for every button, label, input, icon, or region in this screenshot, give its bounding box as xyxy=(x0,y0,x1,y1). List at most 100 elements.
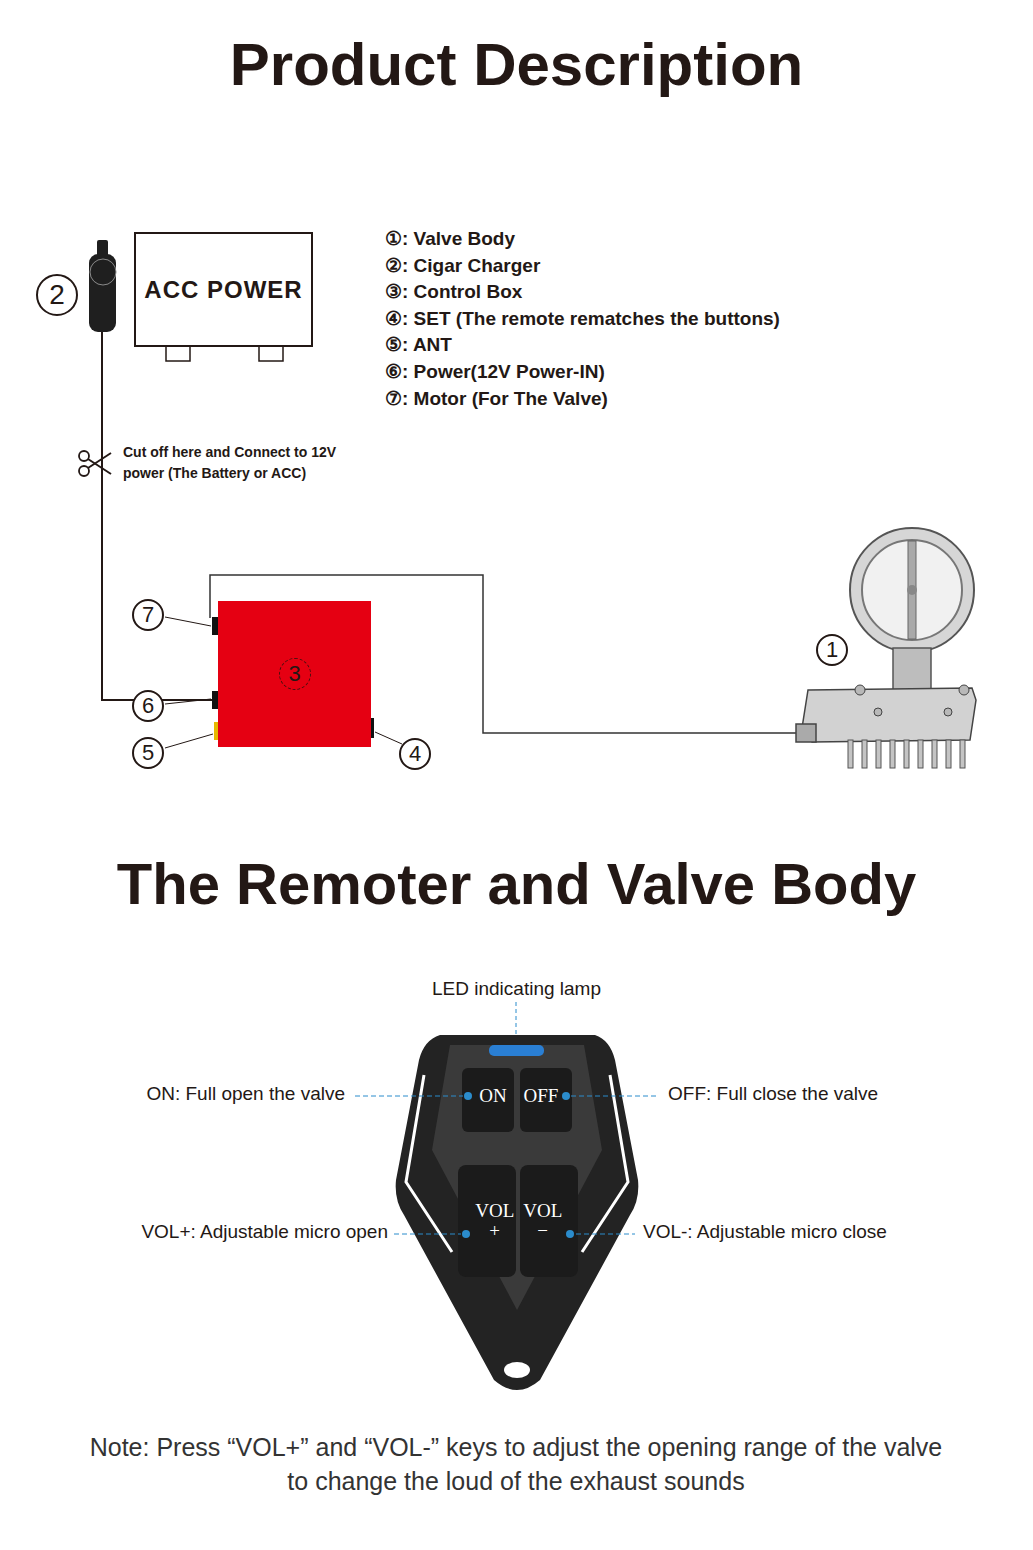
fin xyxy=(876,740,881,768)
fin xyxy=(932,740,937,768)
set-button xyxy=(371,718,374,738)
button-tile xyxy=(520,1165,578,1277)
led-lamp xyxy=(489,1045,544,1056)
motor-connector xyxy=(796,724,816,742)
callout-label: OFF: Full close the valve xyxy=(668,1083,878,1104)
leader-line xyxy=(576,1234,635,1235)
text-holder: ON: Full open the valve xyxy=(146,1083,345,1105)
valve-neck xyxy=(893,648,931,690)
power-box: ACC POWER xyxy=(134,232,313,347)
callout-circle: 7 xyxy=(132,599,164,631)
fin xyxy=(960,740,965,768)
remote-button: VOL − xyxy=(522,1196,563,1246)
text-holder: ④: SET (The remote rematches the buttons… xyxy=(385,307,780,330)
fin xyxy=(904,740,909,768)
remote-button: VOL + xyxy=(474,1196,515,1246)
leader-line xyxy=(165,734,213,748)
leader-line xyxy=(165,699,211,704)
callout-label: VOL-: Adjustable micro close xyxy=(643,1221,887,1242)
remote-trim xyxy=(582,1075,628,1252)
remote-button: OFF xyxy=(522,1079,560,1113)
cut-instruction: Cut off here and Connect to 12V power (T… xyxy=(123,442,373,484)
leader-dot xyxy=(462,1230,470,1238)
text-holder: ⑥: Power(12V Power-IN) xyxy=(385,360,605,383)
callout-number: 6 xyxy=(142,695,154,717)
text-holder: Cut off here and Connect to 12V power (T… xyxy=(123,442,373,484)
part-list-item: ③: Control Box xyxy=(385,281,522,302)
leader-line xyxy=(165,617,211,626)
text-holder: ③: Control Box xyxy=(385,280,522,303)
callout-circle: 2 xyxy=(36,274,78,316)
part-list-item: ⑥: Power(12V Power-IN) xyxy=(385,361,605,382)
leader-line xyxy=(355,1096,463,1097)
keyring-hole xyxy=(504,1362,530,1378)
scissors-ring xyxy=(79,451,89,461)
leader-line xyxy=(571,1096,657,1097)
control-box: 3 xyxy=(218,601,371,747)
scissors-blade xyxy=(88,453,111,468)
power-wire xyxy=(102,332,213,700)
leader-dot xyxy=(464,1092,472,1100)
acc-tab xyxy=(166,346,190,361)
callout-label: VOL+: Adjustable micro open xyxy=(141,1221,388,1242)
bolt xyxy=(855,685,865,695)
bolt xyxy=(959,685,969,695)
callout-number: 7 xyxy=(142,604,154,626)
callout-number: 2 xyxy=(49,281,65,309)
text-holder: VOL+: Adjustable micro open xyxy=(141,1221,388,1243)
button-label: VOL − xyxy=(523,1201,561,1241)
remote-body xyxy=(396,1035,639,1390)
fin xyxy=(890,740,895,768)
remote-face xyxy=(432,1045,602,1310)
motor-housing xyxy=(802,688,976,742)
leader-line xyxy=(394,1234,461,1235)
remote-trim xyxy=(406,1075,452,1252)
text-holder: Note: Press “VOL+” and “VOL-” keys to ad… xyxy=(86,1430,946,1498)
callout-circle: 6 xyxy=(132,690,164,722)
callout-number: 4 xyxy=(409,743,421,765)
remote-button: ON xyxy=(474,1079,512,1113)
fin xyxy=(862,740,867,768)
cigar-plug xyxy=(89,254,116,332)
text-holder: The Remoter and Valve Body xyxy=(0,850,1033,917)
callout-circle: 4 xyxy=(399,738,431,770)
valve-bore xyxy=(862,540,962,640)
callout-number: 1 xyxy=(826,639,838,661)
page-title: Product Description xyxy=(230,31,803,98)
button-label: ON xyxy=(479,1086,506,1106)
button-tile xyxy=(462,1068,514,1132)
button-label: VOL + xyxy=(475,1201,513,1241)
box-label: ACC POWER xyxy=(144,276,302,304)
button-tile xyxy=(520,1068,572,1132)
section-heading: The Remoter and Valve Body xyxy=(117,851,916,916)
button-tile xyxy=(458,1165,516,1277)
part-list-item: ⑤: ANT xyxy=(385,334,452,355)
text-holder: ②: Cigar Charger xyxy=(385,254,540,277)
leader-dot xyxy=(562,1092,570,1100)
text-holder: ①: Valve Body xyxy=(385,227,515,250)
leader-dot xyxy=(566,1230,574,1238)
part-list-item: ④: SET (The remote rematches the buttons… xyxy=(385,308,780,329)
text-holder: VOL-: Adjustable micro close xyxy=(643,1221,887,1243)
bolt xyxy=(874,708,882,716)
callout-number: 5 xyxy=(142,742,154,764)
text-holder: ⑦: Motor (For The Valve) xyxy=(385,387,608,410)
part-list-item: ②: Cigar Charger xyxy=(385,255,540,276)
valve-nut xyxy=(907,585,917,595)
button-label: OFF xyxy=(524,1086,559,1106)
bolt xyxy=(944,708,952,716)
fin xyxy=(918,740,923,768)
part-list-item: ①: Valve Body xyxy=(385,228,515,249)
text-holder: Product Description xyxy=(0,30,1033,99)
valve-shaft xyxy=(908,541,916,639)
text-holder: OFF: Full close the valve xyxy=(668,1083,878,1105)
text-holder: ⑤: ANT xyxy=(385,333,452,356)
note-caption: Note: Press “VOL+” and “VOL-” keys to ad… xyxy=(86,1430,946,1498)
part-list-item: ⑦: Motor (For The Valve) xyxy=(385,388,608,409)
fin xyxy=(848,740,853,768)
callout-circle: 5 xyxy=(132,737,164,769)
fin xyxy=(946,740,951,768)
callout-circle: 1 xyxy=(816,634,848,666)
plug-ring xyxy=(90,259,116,285)
